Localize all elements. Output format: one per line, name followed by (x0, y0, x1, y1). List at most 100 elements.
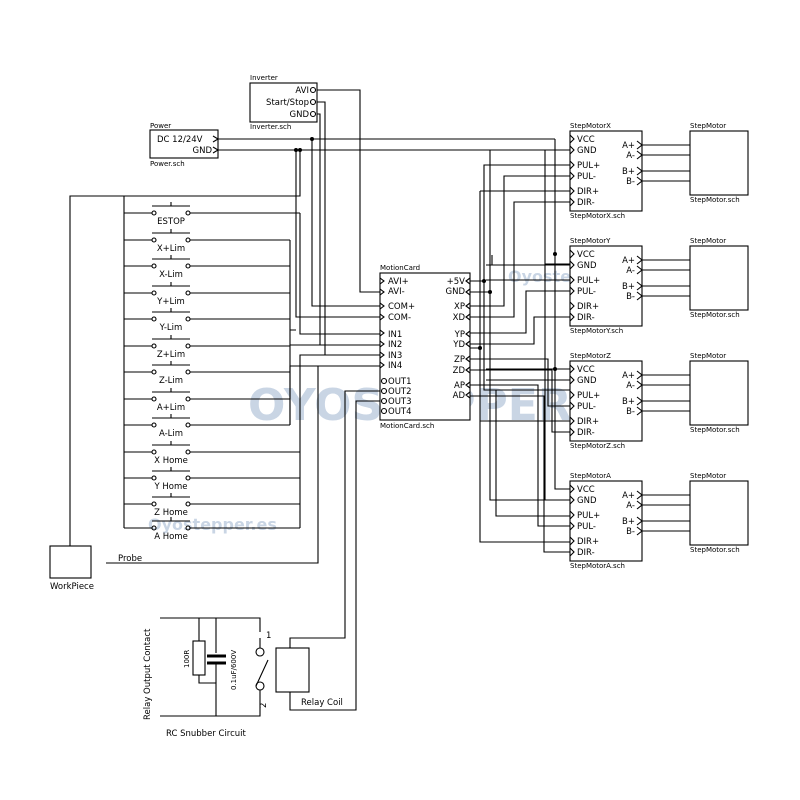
svg-text:A-: A- (626, 151, 635, 161)
svg-text:StepMotor: StepMotor (690, 122, 726, 130)
svg-text:A+: A+ (622, 256, 635, 266)
svg-text:StepMotor.sch: StepMotor.sch (690, 426, 740, 434)
capacitor-label: 0.1uF/600V (230, 650, 238, 690)
svg-text:A+Lim: A+Lim (157, 403, 185, 413)
switch-z-minus-lim: Z-Lim (124, 361, 290, 386)
svg-text:B+: B+ (622, 397, 635, 407)
driver-a: StepMotorA StepMotorA.sch VCC GND PUL+ P… (569, 472, 690, 570)
switch-a-home: A Home (124, 517, 300, 542)
svg-text:B+: B+ (622, 282, 635, 292)
watermark-bottom: Oyostepper.es (148, 515, 277, 534)
switch-x-plus-lim: X+Lim (124, 229, 290, 254)
svg-text:StepMotorX: StepMotorX (570, 122, 611, 130)
motion-card-file: MotionCard.sch (380, 422, 434, 430)
switch-z-home: Z Home (124, 493, 300, 518)
svg-text:GND: GND (446, 287, 466, 297)
driver-x: StepMotorX StepMotorX.sch VCC GND PUL+ P… (569, 122, 690, 220)
svg-text:B-: B- (626, 527, 635, 537)
svg-text:PUL+: PUL+ (577, 391, 600, 401)
svg-text:StepMotor.sch: StepMotor.sch (690, 196, 740, 204)
svg-text:GND: GND (577, 261, 597, 271)
svg-text:ZD: ZD (453, 366, 466, 376)
relay-contact-1-icon (255, 647, 265, 657)
svg-text:B+: B+ (622, 167, 635, 177)
svg-text:OUT2: OUT2 (388, 387, 412, 397)
svg-text:PUL+: PUL+ (577, 161, 600, 171)
svg-text:A+: A+ (622, 141, 635, 151)
svg-text:StepMotorX.sch: StepMotorX.sch (570, 212, 625, 220)
driver-y: StepMotorY StepMotorY.sch VCC GND PUL+ P… (569, 237, 690, 335)
motion-card-title: MotionCard (380, 264, 420, 272)
inverter-pin-gnd: GND (290, 110, 310, 120)
switch-x-minus-lim: X-Lim (124, 255, 290, 280)
motor-x: StepMotor StepMotor.sch (689, 122, 749, 204)
svg-text:StepMotorZ: StepMotorZ (570, 352, 611, 360)
svg-text:PUL+: PUL+ (577, 276, 600, 286)
inverter-pin-avi: AVI (295, 86, 309, 96)
switch-a-plus-lim: A+Lim (124, 388, 290, 413)
probe-label: Probe (118, 554, 142, 564)
svg-text:AP: AP (454, 381, 465, 391)
relay-pin-1: 1 (266, 631, 271, 641)
switch-y-home: Y Home (124, 467, 300, 492)
svg-text:YP: YP (454, 330, 465, 340)
svg-text:StepMotor: StepMotor (690, 237, 726, 245)
svg-text:Z-Lim: Z-Lim (159, 376, 183, 386)
svg-text:Y-Lim: Y-Lim (159, 323, 183, 333)
svg-text:ZP: ZP (454, 355, 465, 365)
svg-text:StepMotor: StepMotor (690, 352, 726, 360)
power-pin-dc: DC 12/24V (157, 135, 203, 145)
svg-text:OUT3: OUT3 (388, 397, 412, 407)
svg-text:PUL-: PUL- (577, 522, 596, 532)
svg-text:X+Lim: X+Lim (157, 244, 185, 254)
svg-text:StepMotorZ.sch: StepMotorZ.sch (570, 442, 625, 450)
svg-text:A+: A+ (622, 371, 635, 381)
svg-text:AD: AD (453, 391, 466, 401)
resistor-icon (192, 640, 206, 676)
switch-y-minus-lim: Y-Lim (124, 308, 290, 333)
driver-z: StepMotorZ StepMotorZ.sch VCC GND PUL+ P… (569, 352, 690, 450)
svg-text:VCC: VCC (577, 250, 595, 260)
svg-text:B-: B- (626, 177, 635, 187)
svg-text:A-: A- (626, 381, 635, 391)
power-title: Power (150, 122, 171, 130)
svg-text:GND: GND (577, 496, 597, 506)
svg-text:PUL+: PUL+ (577, 511, 600, 521)
resistor-label: 100R (183, 650, 191, 668)
inverter-pin-start-stop: Start/Stop (266, 98, 309, 108)
svg-text:COM-: COM- (388, 313, 411, 323)
svg-text:A-: A- (626, 266, 635, 276)
motor-y: StepMotor StepMotor.sch (689, 237, 749, 319)
svg-text:DIR-: DIR- (577, 428, 595, 438)
svg-text:StepMotor.sch: StepMotor.sch (690, 311, 740, 319)
svg-text:AVI+: AVI+ (388, 277, 409, 287)
svg-text:DIR+: DIR+ (577, 537, 599, 547)
svg-text:X Home: X Home (154, 456, 188, 466)
snubber-circuit: 1 2 100R 0.1uF/600V Relay Output Contact… (143, 617, 271, 739)
switch-estop: ESTOP (124, 202, 300, 227)
svg-text:Y Home: Y Home (154, 482, 188, 492)
svg-text:GND: GND (577, 146, 597, 156)
svg-text:B-: B- (626, 292, 635, 302)
svg-text:StepMotorY: StepMotorY (570, 237, 611, 245)
limit-switch-ladder: ESTOP X+Lim X-Lim Y+Lim Y-Lim Z+Lim (123, 196, 380, 542)
svg-text:ESTOP: ESTOP (157, 217, 185, 227)
workpiece-block: WorkPiece (49, 545, 94, 592)
svg-text:PUL-: PUL- (577, 172, 596, 182)
motor-z: StepMotor StepMotor.sch (689, 352, 749, 434)
capacitor-icon (207, 654, 226, 665)
power-block: Power Power.sch DC 12/24V GND (149, 122, 220, 168)
svg-text:IN1: IN1 (388, 330, 402, 340)
power-pin-gnd: GND (193, 146, 213, 156)
svg-text:GND: GND (577, 376, 597, 386)
motor-a: StepMotor StepMotor.sch (689, 472, 749, 554)
svg-text:A-Lim: A-Lim (159, 429, 183, 439)
snubber-label: RC Snubber Circuit (166, 729, 247, 739)
switch-x-home: X Home (124, 441, 300, 466)
svg-text:VCC: VCC (577, 485, 595, 495)
svg-text:IN3: IN3 (388, 351, 402, 361)
svg-text:AVI-: AVI- (388, 287, 405, 297)
svg-text:PUL-: PUL- (577, 402, 596, 412)
inverter-block: Inverter Inverter.sch AVI Start/Stop GND (249, 74, 318, 131)
